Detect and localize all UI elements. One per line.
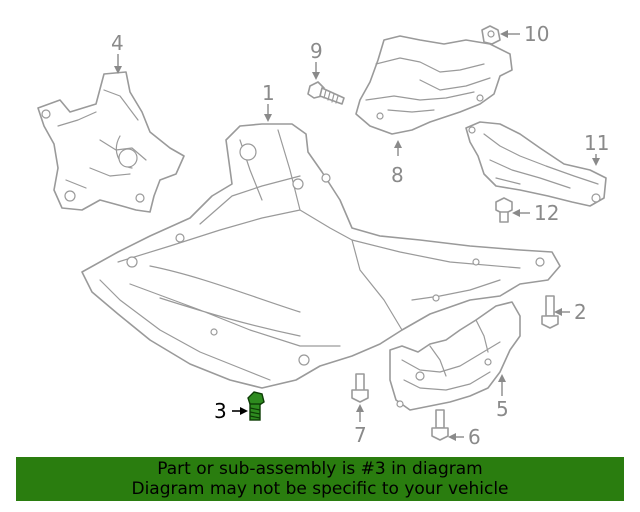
part-8-shield: [355, 35, 513, 135]
callout-2: 2: [574, 300, 587, 324]
callout-9: 9: [310, 39, 323, 63]
callout-1: 1: [262, 81, 275, 105]
leader-lines: [114, 30, 600, 441]
callout-7: 7: [354, 423, 367, 447]
part-1-subframe: [81, 123, 561, 389]
callout-5: 5: [496, 397, 509, 421]
part-4-mount-bracket: [37, 71, 185, 213]
part-9-bolt: [307, 81, 345, 105]
callout-numbers: 1 2 3 4 5 6 7 8 9 10 11 12: [111, 22, 609, 449]
part-11-arm: [465, 121, 607, 207]
callout-6: 6: [468, 425, 481, 449]
part-12-bolt: [495, 197, 513, 223]
part-5-mount-bracket: [389, 301, 521, 411]
callout-12: 12: [534, 201, 559, 225]
callout-3: 3: [214, 399, 227, 423]
part-6-bolt: [431, 409, 449, 441]
callout-10: 10: [524, 22, 549, 46]
part-7-bolt: [351, 373, 369, 403]
callout-4: 4: [111, 31, 124, 55]
banner-line-2: Diagram may not be specific to your vehi…: [131, 479, 509, 499]
part-2-bolt: [541, 295, 559, 329]
banner-line-1: Part or sub-assembly is #3 in diagram: [157, 459, 483, 479]
part-3-bolt-highlighted: [247, 391, 265, 421]
callout-11: 11: [584, 131, 609, 155]
callout-8: 8: [391, 163, 404, 187]
info-banner: Part or sub-assembly is #3 in diagram Di…: [16, 457, 624, 501]
part-10-nut: [481, 25, 501, 45]
